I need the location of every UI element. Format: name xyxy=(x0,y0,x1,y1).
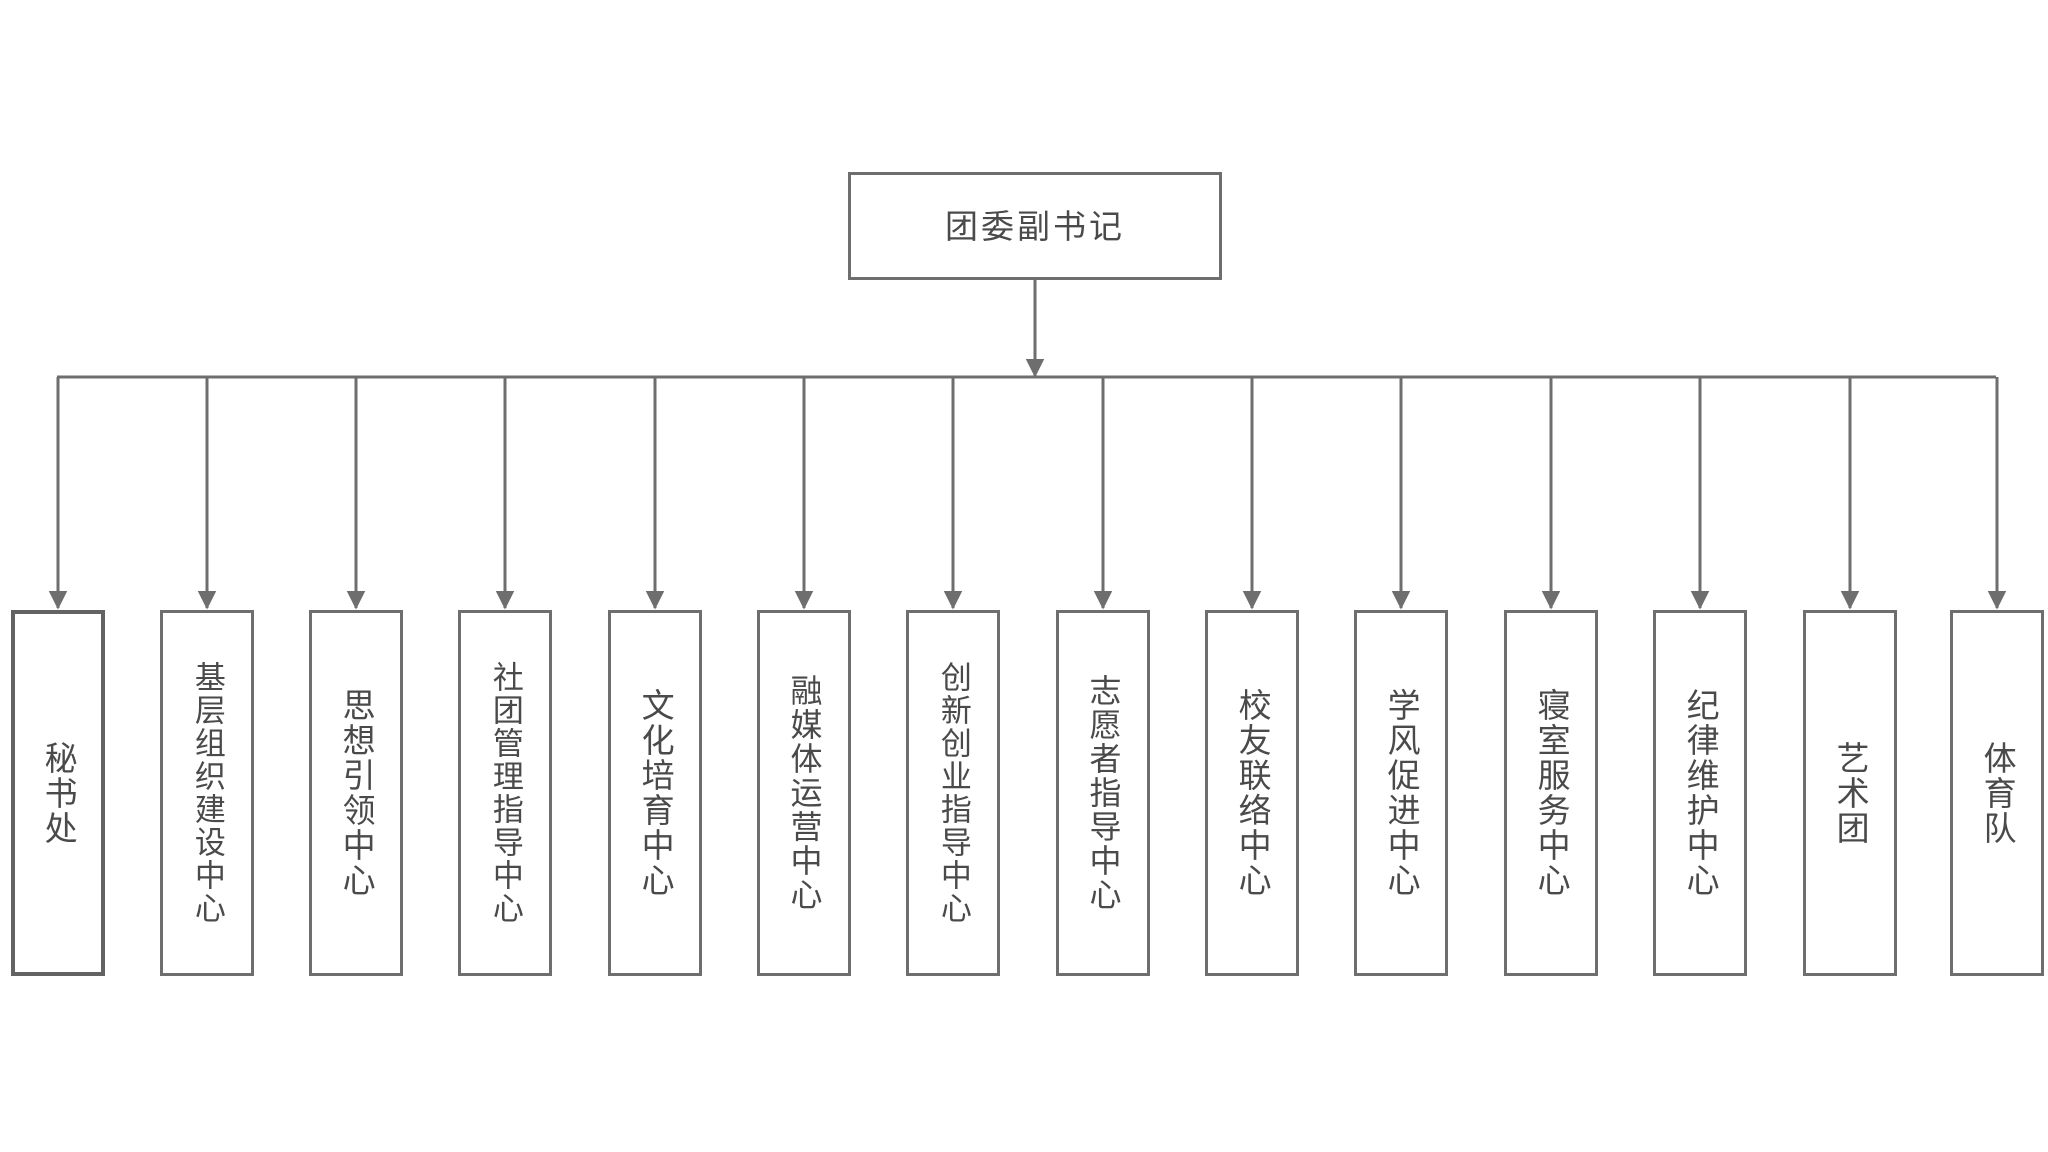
node-root-label: 团委副书记 xyxy=(945,207,1125,245)
node-child-14[interactable]: 体育队 xyxy=(1950,610,2044,976)
node-child-label: 融媒体运营中心 xyxy=(786,674,823,912)
node-child-label: 创新创业指导中心 xyxy=(935,661,971,925)
node-child-label: 社团管理指导中心 xyxy=(487,661,523,925)
node-child-label: 艺术团 xyxy=(1832,740,1870,846)
node-child-11[interactable]: 寝室服务中心 xyxy=(1504,610,1598,976)
node-child-1[interactable]: 秘书处 xyxy=(11,610,105,976)
node-child-label: 秘书处 xyxy=(40,740,78,846)
node-child-4[interactable]: 社团管理指导中心 xyxy=(458,610,552,976)
node-child-label: 文化培育中心 xyxy=(637,688,675,898)
node-child-label: 学风促进中心 xyxy=(1383,688,1421,898)
node-child-label: 体育队 xyxy=(1979,740,2017,846)
node-child-6[interactable]: 融媒体运营中心 xyxy=(757,610,851,976)
node-child-label: 校友联络中心 xyxy=(1234,688,1272,898)
node-child-2[interactable]: 基层组织建设中心 xyxy=(160,610,254,976)
node-child-label: 基层组织建设中心 xyxy=(189,661,225,925)
node-child-label: 思想引领中心 xyxy=(338,688,376,898)
node-child-label: 志愿者指导中心 xyxy=(1085,674,1122,912)
node-child-5[interactable]: 文化培育中心 xyxy=(608,610,702,976)
node-child-13[interactable]: 艺术团 xyxy=(1803,610,1897,976)
node-child-10[interactable]: 学风促进中心 xyxy=(1354,610,1448,976)
node-child-12[interactable]: 纪律维护中心 xyxy=(1653,610,1747,976)
node-root-deputy-secretary[interactable]: 团委副书记 xyxy=(848,172,1222,280)
node-child-label: 寝室服务中心 xyxy=(1533,688,1571,898)
node-child-9[interactable]: 校友联络中心 xyxy=(1205,610,1299,976)
node-child-7[interactable]: 创新创业指导中心 xyxy=(906,610,1000,976)
node-child-label: 纪律维护中心 xyxy=(1682,688,1720,898)
node-child-8[interactable]: 志愿者指导中心 xyxy=(1056,610,1150,976)
node-child-3[interactable]: 思想引领中心 xyxy=(309,610,403,976)
